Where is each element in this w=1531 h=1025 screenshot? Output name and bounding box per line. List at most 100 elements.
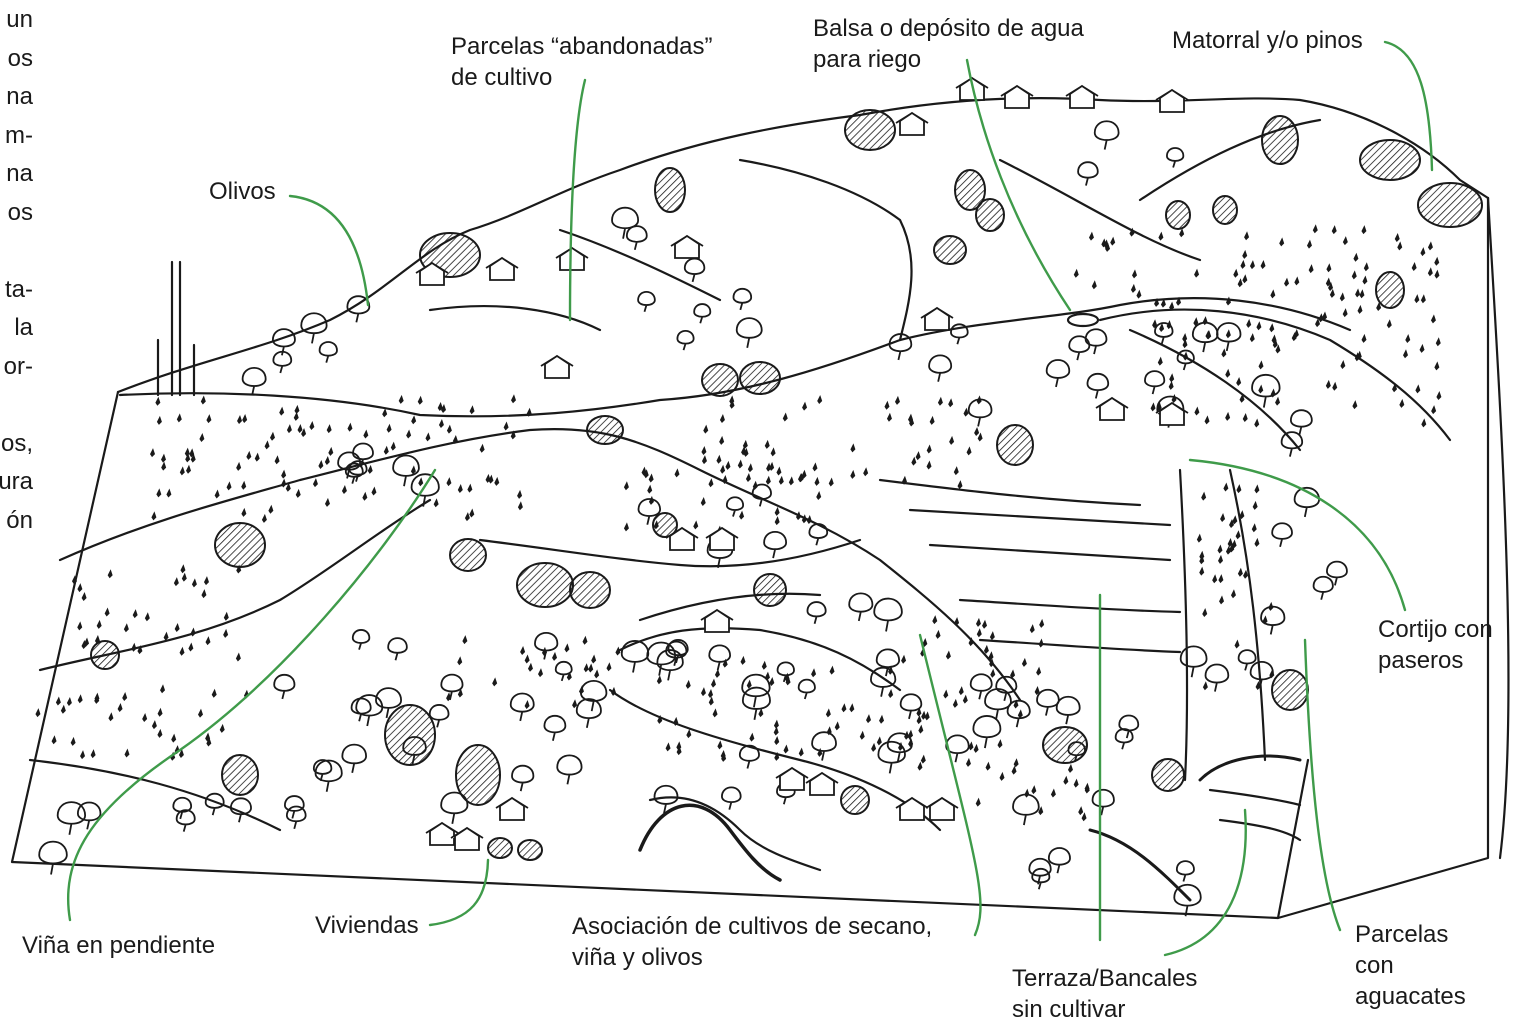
label-line: Asociación de cultivos de secano, xyxy=(572,911,932,942)
olive-tree xyxy=(316,761,342,792)
vine-mark xyxy=(884,401,889,410)
vine-mark xyxy=(1279,237,1284,246)
house xyxy=(426,823,458,845)
vine-mark xyxy=(1352,270,1357,279)
vine-mark xyxy=(77,583,82,592)
vine-mark xyxy=(204,576,209,585)
vine-mark xyxy=(1039,619,1044,628)
vine-mark xyxy=(1233,269,1238,278)
vine-mark xyxy=(155,397,160,406)
vine-mark xyxy=(1428,267,1433,276)
vine-mark xyxy=(879,715,884,724)
vine-mark xyxy=(1030,624,1035,633)
vine-mark xyxy=(675,468,680,477)
vine-mark xyxy=(124,748,129,757)
vine-mark xyxy=(242,414,247,423)
vine-mark xyxy=(1000,772,1005,781)
vine-mark xyxy=(150,448,155,457)
water-tank xyxy=(1068,314,1098,326)
vine-mark xyxy=(1238,278,1243,287)
vine-mark xyxy=(564,643,569,652)
road xyxy=(640,805,780,880)
vine-mark xyxy=(1110,237,1115,246)
vine-mark xyxy=(921,755,926,764)
vine-mark xyxy=(779,476,784,485)
vine-mark xyxy=(802,402,807,411)
label-line: Parcelas xyxy=(1355,919,1466,950)
olive-tree xyxy=(1181,646,1207,677)
vine-mark xyxy=(1343,308,1348,317)
label-cortijo: Cortijo con paseros xyxy=(1378,614,1493,676)
vine-mark xyxy=(1259,360,1264,369)
label-line: Cortijo con xyxy=(1378,614,1493,645)
vine-mark xyxy=(241,508,246,517)
vine-mark xyxy=(1014,758,1019,767)
vine-mark xyxy=(1428,241,1433,250)
olive-tree xyxy=(764,532,786,558)
olive-tree xyxy=(352,699,371,722)
vine-mark xyxy=(1275,397,1280,406)
vine-mark xyxy=(1414,294,1419,303)
vine-mark xyxy=(746,473,751,482)
vine-mark xyxy=(246,451,251,460)
vine-mark xyxy=(829,478,834,487)
vine-mark xyxy=(325,498,330,507)
olive-tree xyxy=(849,593,872,621)
olive-tree xyxy=(877,649,899,676)
olive-tree xyxy=(243,368,266,395)
vine-mark xyxy=(830,666,835,675)
vine-mark xyxy=(918,725,923,734)
vine-mark xyxy=(1132,269,1137,278)
vine-mark xyxy=(766,476,771,485)
olive-tree xyxy=(709,645,730,670)
vine-mark xyxy=(982,620,987,629)
label-line: aguacates xyxy=(1355,981,1466,1012)
vine-mark xyxy=(224,612,229,621)
vine-mark xyxy=(796,511,801,520)
vine-mark xyxy=(1169,381,1174,390)
vine-mark xyxy=(715,669,720,678)
vine-mark xyxy=(647,485,652,494)
vine-mark xyxy=(863,467,868,476)
vine-mark xyxy=(802,514,807,523)
label-line: Balsa o depósito de agua xyxy=(813,13,1084,44)
vine-mark xyxy=(1340,360,1345,369)
house xyxy=(701,610,733,632)
vine-mark xyxy=(738,459,743,468)
vine-mark xyxy=(1194,407,1199,416)
vine-mark xyxy=(977,395,982,404)
vine-mark xyxy=(192,578,197,587)
label-terraza: Terraza/Bancales sin cultivar xyxy=(1012,963,1197,1025)
vine-mark xyxy=(494,477,499,486)
house xyxy=(896,113,928,135)
leader-parcelas-abandonadas xyxy=(570,80,585,320)
vine-mark xyxy=(518,501,523,510)
vine-mark xyxy=(161,462,166,471)
olive-tree xyxy=(511,694,534,721)
vine-mark xyxy=(1252,523,1257,532)
vine-mark xyxy=(1294,276,1299,285)
vine-mark xyxy=(1434,257,1439,266)
olive-tree xyxy=(737,318,762,348)
vine-mark xyxy=(1223,482,1228,491)
vine-mark xyxy=(78,694,83,703)
vine-mark xyxy=(1353,253,1358,262)
vine-mark xyxy=(888,689,893,698)
vine-mark xyxy=(1412,262,1417,271)
vine-mark xyxy=(382,408,387,417)
vine-mark xyxy=(511,394,516,403)
vine-mark xyxy=(1226,296,1231,305)
vine-mark xyxy=(850,470,855,479)
vine-mark xyxy=(1250,333,1255,342)
olive-tree xyxy=(812,732,836,760)
vine-mark xyxy=(406,430,411,439)
label-line: con xyxy=(1355,950,1466,981)
vine-mark xyxy=(807,515,812,524)
vine-mark xyxy=(1068,764,1073,773)
label-vina-pendiente: Viña en pendiente xyxy=(22,930,215,961)
vine-mark xyxy=(1403,349,1408,358)
vine-mark xyxy=(1236,484,1241,493)
vine-mark xyxy=(122,692,127,701)
vine-mark xyxy=(584,663,589,672)
vine-mark xyxy=(1158,232,1163,241)
